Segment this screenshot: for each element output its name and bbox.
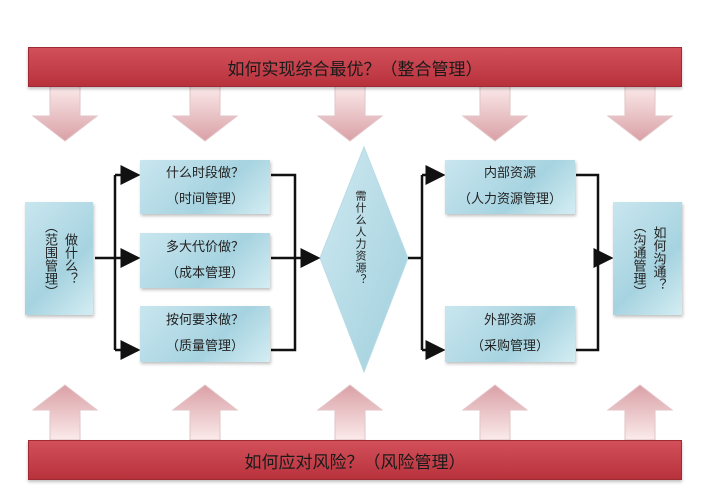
up-arrow-icon [606,384,674,441]
quality-box: 按何要求做？ （质量管理） [140,306,270,362]
down-arrow-icon [606,85,674,142]
internal-title: 内部资源 [483,166,536,181]
up-arrow-icon [171,384,239,441]
time-sub: （时间管理） [165,192,244,207]
down-arrows [31,85,674,142]
up-arrows [31,384,674,441]
down-arrow-icon [31,85,99,142]
quality-sub: （质量管理） [165,339,244,354]
up-arrow-icon [461,384,529,441]
external-title: 外部资源 [483,313,536,328]
communication-sub: （沟通管理） [630,219,646,298]
internal-resources-box: 内部资源 （人力资源管理） [445,160,575,214]
risk-management-bar: 如何应对风险？（风险管理） [28,440,682,480]
cost-title: 多大代价做？ [165,239,244,255]
time-box: 什么时段做？ （时间管理） [140,160,270,214]
communication-title: 如何沟通？ [650,226,666,291]
down-arrow-icon [461,85,529,142]
integration-management-bar: 如何实现综合最优？（整合管理） [28,47,682,87]
internal-sub: （人力资源管理） [457,192,562,207]
up-arrow-icon [31,384,99,441]
decision-text: 需什么人力资源？ [354,190,367,286]
communication-box: 如何沟通？ （沟通管理） [613,202,682,315]
cost-box: 多大代价做？ （成本管理） [140,233,270,288]
quality-title: 按何要求做？ [165,313,244,328]
decision-diamond [319,145,409,374]
scope-box: 做什么？ （范围管理） [25,202,93,315]
down-arrow-icon [316,85,384,142]
cost-sub: （成本管理） [165,265,244,281]
up-arrow-icon [316,384,384,441]
external-resources-box: 外部资源 （采购管理） [445,306,575,362]
scope-sub: （范围管理） [42,219,57,298]
time-title: 什么时段做？ [165,166,244,181]
down-arrow-icon [171,85,239,142]
scope-title: 做什么？ [62,232,77,285]
external-sub: （采购管理） [470,339,549,354]
